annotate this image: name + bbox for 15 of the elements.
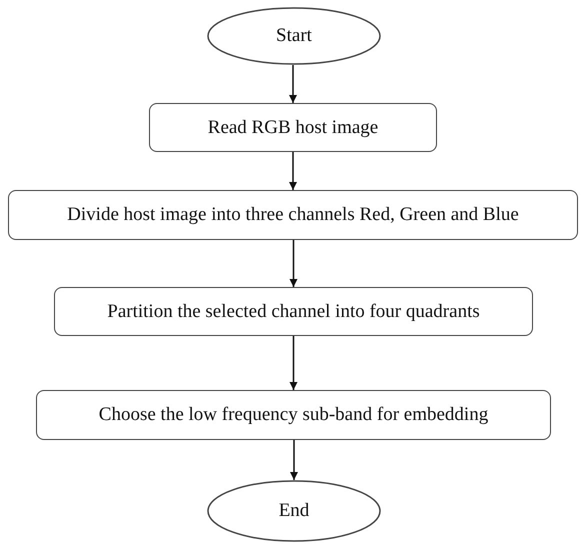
node-label: Partition the selected channel into four quadrants bbox=[107, 300, 480, 322]
node-label: Choose the low frequency sub-band for embedding bbox=[98, 404, 488, 426]
node-label: Start bbox=[276, 25, 312, 47]
node-label: Read RGB host image bbox=[208, 116, 378, 138]
node-label: End bbox=[278, 500, 310, 522]
node-label: Divide host image into three channels Red, Green and Blue bbox=[67, 204, 519, 226]
arrow bbox=[290, 336, 298, 390]
arrow bbox=[290, 440, 298, 480]
arrow bbox=[290, 240, 298, 287]
arrow bbox=[289, 152, 297, 190]
process-box bbox=[36, 390, 551, 440]
process-box bbox=[54, 287, 533, 336]
process-box bbox=[149, 103, 437, 152]
process-box bbox=[8, 190, 578, 240]
arrow bbox=[289, 65, 297, 103]
